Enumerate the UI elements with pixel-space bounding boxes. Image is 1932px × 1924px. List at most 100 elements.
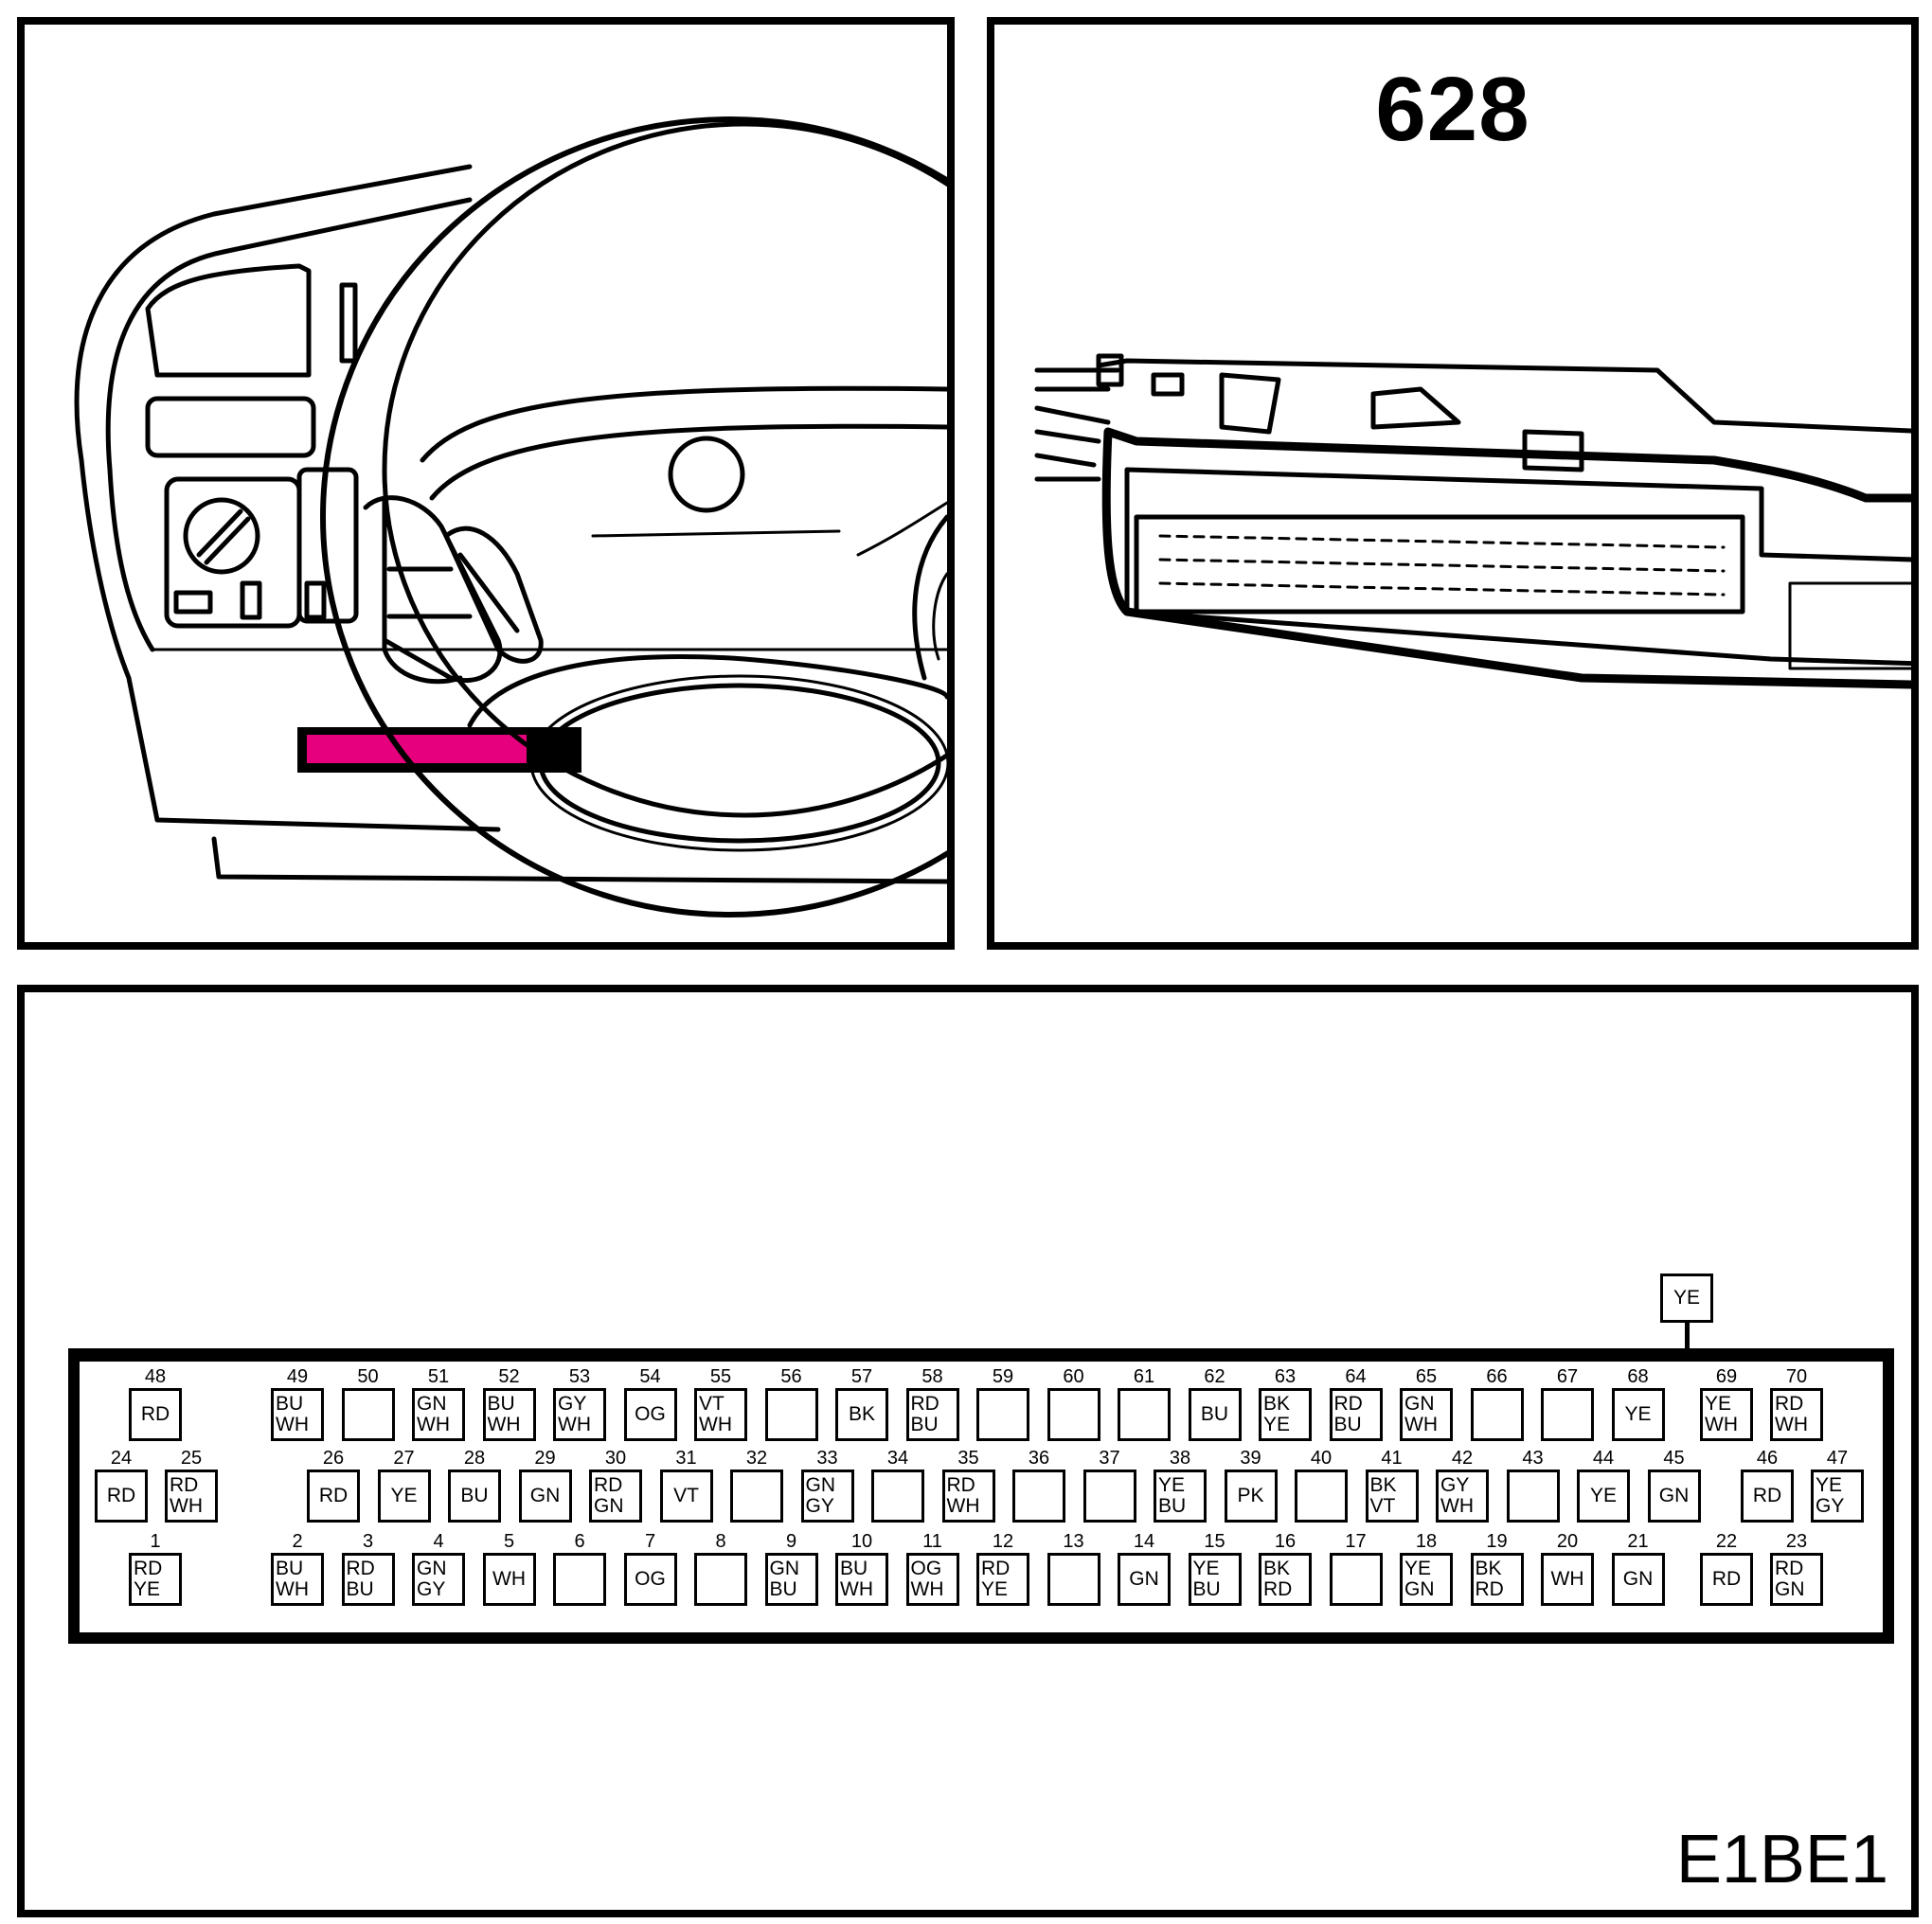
pin-number: 51: [427, 1366, 450, 1387]
pin-number: 68: [1627, 1366, 1649, 1387]
wire-color-code: GN: [417, 1393, 447, 1415]
wire-color-code: RD: [170, 1474, 199, 1496]
pin-number: 52: [498, 1366, 520, 1387]
wire-color-code: BU: [460, 1485, 489, 1506]
wire-color-code: RD: [1752, 1485, 1782, 1506]
pin-number: 43: [1522, 1448, 1544, 1469]
pin-34: 34: [869, 1449, 926, 1523]
pin-wire-color-box: YE: [377, 1470, 431, 1523]
pin-number: 1: [150, 1531, 161, 1552]
wire-color-code: OG: [635, 1403, 666, 1425]
wire-color-code: WH: [276, 1414, 309, 1435]
wire-color-code: GY: [1816, 1495, 1845, 1517]
wire-color-code: WH: [910, 1578, 944, 1600]
pin-wire-color-box: BK: [835, 1388, 888, 1441]
wire-color-code: YE: [1263, 1414, 1291, 1435]
wire-color-code: GN: [529, 1485, 561, 1506]
pin-number: 4: [433, 1531, 444, 1552]
pin-wire-color-box: GN: [1647, 1470, 1701, 1523]
pin-number: 55: [709, 1366, 732, 1387]
pin-wire-color-box: [871, 1470, 924, 1523]
pin-number: 18: [1415, 1531, 1438, 1552]
pin-number: 29: [534, 1448, 556, 1469]
pin-number: 10: [850, 1531, 873, 1552]
wire-color-code: WH: [840, 1578, 873, 1600]
wire-color-code: BU: [1333, 1414, 1362, 1435]
wire-color-code: WH: [699, 1414, 732, 1435]
pin-wire-color-box: [553, 1553, 606, 1606]
wire-color-code: GN: [1658, 1485, 1690, 1506]
pin-number: 28: [463, 1448, 486, 1469]
pin-43: 43: [1505, 1449, 1562, 1523]
pin-wire-color-box: [1118, 1388, 1171, 1441]
pin-32: 32: [728, 1449, 785, 1523]
pin-number: 67: [1556, 1366, 1579, 1387]
pin-number: 64: [1345, 1366, 1367, 1387]
pin-number: 62: [1204, 1366, 1225, 1387]
wire-color-code: BK: [1475, 1558, 1502, 1579]
pin-wire-color-box: GN: [1118, 1553, 1171, 1606]
pin-number: 14: [1133, 1531, 1155, 1552]
pin-number: 50: [357, 1366, 379, 1387]
pin-number: 3: [362, 1531, 374, 1552]
pin-wire-color-box: RD: [307, 1470, 360, 1523]
wire-color-code: BK: [1263, 1393, 1291, 1415]
pin-56: 56: [763, 1367, 820, 1441]
wire-color-code: GN: [1622, 1568, 1654, 1590]
wire-color-code: BU: [840, 1558, 868, 1579]
pin-40: 40: [1293, 1449, 1350, 1523]
wire-color-code: BU: [346, 1578, 374, 1600]
pin-number: 5: [503, 1531, 515, 1552]
pin-number: 21: [1627, 1531, 1649, 1552]
wire-color-code: BU: [276, 1393, 304, 1415]
pin-59: 59: [975, 1367, 1031, 1441]
pin-number: 47: [1826, 1448, 1849, 1469]
ecu-connector-drawing: [1034, 353, 1911, 689]
pin-37: 37: [1082, 1449, 1138, 1523]
pin-wire-color-box: RD: [1700, 1553, 1753, 1606]
pin-number: 59: [992, 1366, 1014, 1387]
pin-wire-color-box: [1046, 1388, 1100, 1441]
pin-wire-color-box: [1541, 1388, 1594, 1441]
pin-wire-color-box: WH: [482, 1553, 536, 1606]
wire-color-code: YE: [1158, 1474, 1186, 1496]
pin-number: 63: [1274, 1366, 1297, 1387]
pin-66: 66: [1469, 1367, 1526, 1441]
